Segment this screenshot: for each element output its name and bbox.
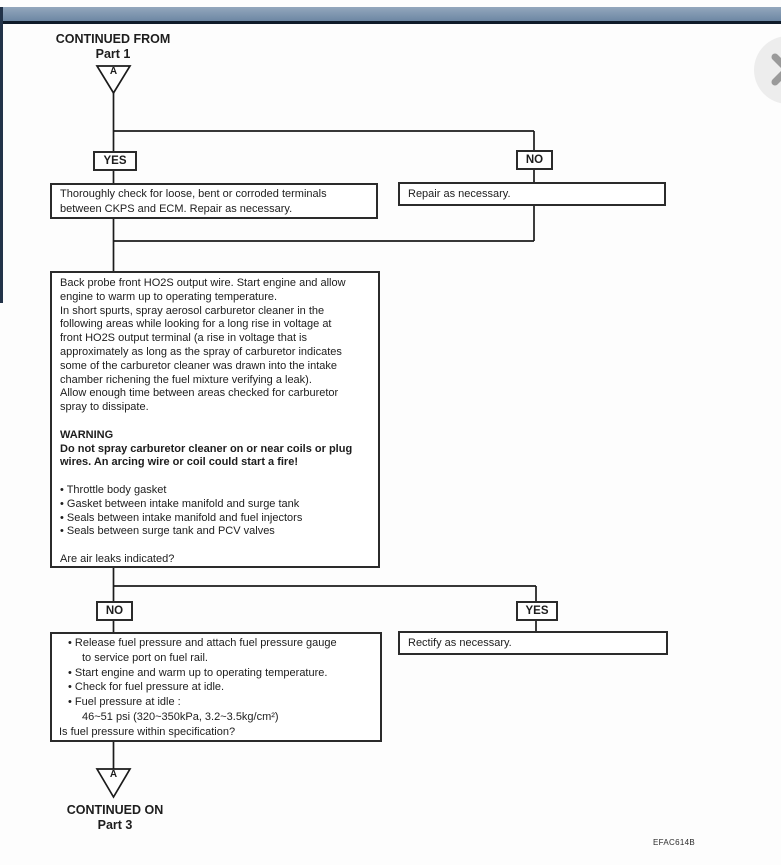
process-box-rectify: Rectify as necessary. [398,631,668,655]
text-line: Back probe front HO2S output wire. Start… [60,277,346,289]
branch2-yes-label: YES [516,601,558,621]
page-left-edge [0,7,3,303]
process-box-check-terminals: Thoroughly check for loose, bent or corr… [50,183,378,219]
warning-text-line: wires. An arcing wire or coil could star… [60,456,298,469]
connector-a-bottom-label: A [109,769,118,780]
warning-text-line: Do not spray carburetor cleaner on or ne… [60,442,353,455]
text-line: Thoroughly check for loose, bent or corr… [60,188,327,200]
question-line: Are air leaks indicated? [60,552,175,565]
branch1-yes-label: YES [93,151,137,171]
text-line: approximately as long as the spray of ca… [60,345,342,358]
bullet-line: • Gasket between intake manifold and sur… [60,497,300,510]
bullet-line: • Seals between surge tank and PCV valve… [60,525,275,538]
connector-a-top-label: A [109,66,118,77]
branch1-no-label: NO [516,150,553,170]
text-line: Rectify as necessary. [408,637,512,649]
bullet-line: • Fuel pressure at idle : [68,696,181,709]
text-line: Repair as necessary. [408,188,511,200]
text-line: following areas while looking for a long… [60,318,332,331]
text-line: chamber richening the fuel mixture verif… [60,373,312,386]
close-button[interactable] [754,36,781,104]
bullet-line: • Throttle body gasket [60,483,167,496]
text-line: between CKPS and ECM. Repair as necessar… [60,203,293,215]
continued-from-caption: CONTINUED FROM Part 1 [33,32,193,62]
close-icon [771,53,781,86]
continued-on-caption: CONTINUED ON Part 3 [35,803,195,833]
warning-heading: WARNING [60,428,114,441]
spec-line: 46~51 psi (320~350kPa, 3.2~3.5kg/cm²) [82,710,279,723]
continued-from-part: Part 1 [95,47,131,61]
text-line: some of the carburetor cleaner was drawn… [60,359,337,372]
text-line: to service port on fuel rail. [82,651,208,664]
text-line: engine to warm up to operating temperatu… [60,290,278,303]
process-box-fuel-pressure: • Release fuel pressure and attach fuel … [50,632,382,742]
text-line: Allow enough time between areas checked … [60,387,339,400]
branch2-no-label: NO [96,601,133,621]
process-box-repair: Repair as necessary. [398,182,666,206]
text-line: In short spurts, spray aerosol carbureto… [60,304,325,317]
text-line: spray to dissipate. [60,401,149,414]
continued-on-title: CONTINUED ON [66,803,164,817]
text-line [60,415,374,429]
window-top-bar [0,7,781,24]
bullet-line: • Check for fuel pressure at idle. [68,681,225,694]
bullet-line: • Seals between intake manifold and fuel… [60,511,303,524]
bullet-line: • Release fuel pressure and attach fuel … [68,637,337,649]
figure-code: EFAC614B [653,838,695,847]
continued-on-part: Part 3 [97,818,133,832]
connector-a-top-triangle [95,65,132,95]
bullet-line: • Start engine and warm up to operating … [68,666,328,679]
text-line [60,539,374,553]
continued-from-title: CONTINUED FROM [55,32,171,46]
text-line: front HO2S output terminal (a rise in vo… [60,332,308,345]
process-box-air-leak-test: Back probe front HO2S output wire. Start… [50,271,380,568]
text-line [60,470,374,484]
question-line: Is fuel pressure within specification? [59,725,236,738]
connector-a-bottom-triangle [95,768,132,799]
